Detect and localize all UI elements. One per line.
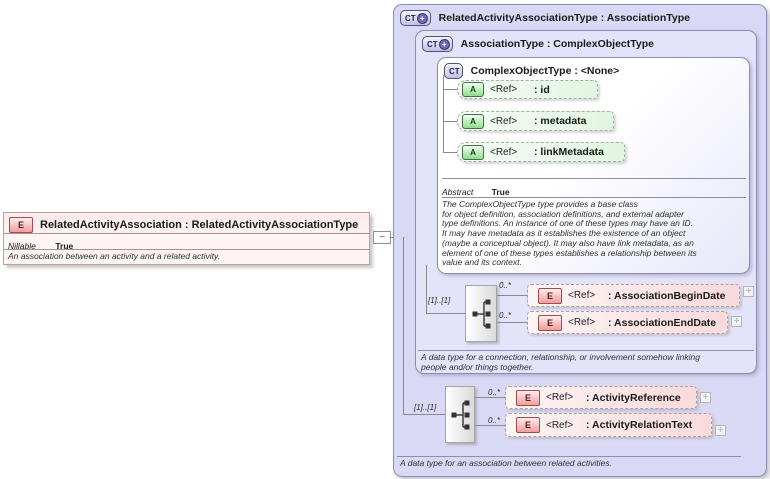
- item-occurrence: 0..*: [488, 416, 501, 425]
- element-box: E RelatedActivityAssociation : RelatedAc…: [3, 212, 370, 265]
- attribute-icon: A: [462, 144, 484, 160]
- divider: [418, 350, 754, 351]
- branch-line: [475, 425, 505, 426]
- nillable-row: Nillable True: [8, 236, 73, 254]
- element-name: : ActivityRelationText: [586, 419, 693, 431]
- attribute-stub-line: [443, 152, 457, 153]
- sequence-compositor-icon[interactable]: [445, 386, 475, 443]
- attribute-link-metadata[interactable]: A <Ref> : linkMetadata: [457, 142, 625, 162]
- element-association-begin-date[interactable]: E <Ref> : AssociationBeginDate: [527, 284, 740, 307]
- element-annotation: An association between an activity and a…: [8, 251, 220, 261]
- element-ref: <Ref>: [546, 392, 574, 403]
- branch-line: [497, 295, 527, 296]
- branch-line: [497, 322, 527, 323]
- attribute-ref: <Ref>: [490, 146, 518, 158]
- attribute-trunk-line: [443, 75, 444, 153]
- attribute-icon: A: [462, 82, 484, 97]
- attribute-name: : metadata: [534, 115, 587, 127]
- type-title: ComplexObjectType : <None>: [470, 65, 620, 77]
- abstract-label: Abstract: [442, 187, 474, 197]
- element-header: E RelatedActivityAssociation : RelatedAc…: [4, 213, 369, 233]
- content-model-line: [426, 265, 427, 313]
- item-occurrence: 0..*: [499, 281, 512, 290]
- complex-type-icon: CT+: [400, 10, 431, 26]
- element-activity-relation-text[interactable]: E <Ref> : ActivityRelationText: [505, 413, 712, 437]
- type-header: CT+ AssociationType : ComplexObjectType: [416, 31, 756, 52]
- divider: [397, 456, 741, 457]
- element-icon: E: [516, 389, 540, 406]
- element-ref: <Ref>: [568, 317, 596, 328]
- complex-type-icon: CT+: [422, 36, 453, 52]
- attribute-icon: A: [462, 113, 484, 129]
- element-name: : ActivityReference: [586, 391, 681, 404]
- derived-plus-icon: +: [416, 12, 428, 24]
- element-activity-reference[interactable]: E <Ref> : ActivityReference: [505, 386, 697, 409]
- abstract-value: True: [491, 187, 510, 197]
- divider: [4, 233, 369, 234]
- expand-button[interactable]: +: [743, 286, 754, 297]
- type-header: CT ComplexObjectType : <None>: [438, 58, 749, 79]
- attribute-name: : id: [534, 83, 550, 96]
- nillable-value: True: [55, 241, 74, 251]
- expand-button[interactable]: +: [700, 392, 711, 403]
- divider: [442, 197, 746, 198]
- element-ref: <Ref>: [546, 419, 574, 431]
- nillable-label: Nillable: [8, 241, 36, 251]
- branch-line: [475, 397, 505, 398]
- attribute-ref: <Ref>: [490, 115, 518, 127]
- collapse-button[interactable]: −: [373, 231, 391, 244]
- sequence-occurrence: [1]..[1]: [414, 403, 437, 412]
- content-model-line: [426, 313, 465, 314]
- expand-button[interactable]: +: [715, 425, 726, 436]
- expand-button[interactable]: +: [731, 316, 742, 327]
- association-type-annotation: A data type for a connection, relationsh…: [421, 352, 700, 372]
- element-ref: <Ref>: [568, 290, 596, 301]
- item-occurrence: 0..*: [499, 311, 512, 320]
- element-name: : AssociationEndDate: [608, 316, 717, 329]
- content-model-line: [403, 237, 404, 414]
- attribute-stub-line: [443, 89, 457, 90]
- abstract-row: Abstract True: [442, 182, 510, 200]
- element-icon: E: [538, 314, 562, 331]
- sequence-glyph: [451, 400, 470, 429]
- sequence-compositor-icon[interactable]: [465, 285, 497, 342]
- element-icon: E: [538, 287, 562, 304]
- element-name: : AssociationBeginDate: [608, 289, 726, 302]
- complex-object-type-documentation: The ComplexObjectType type provides a ba…: [442, 199, 697, 268]
- divider: [442, 178, 746, 179]
- divider: [4, 249, 369, 250]
- attribute-stub-line: [443, 121, 457, 122]
- attribute-name: : linkMetadata: [534, 146, 605, 158]
- sequence-occurrence: [1]..[1]: [428, 296, 451, 305]
- item-occurrence: 0..*: [488, 388, 501, 397]
- type-title: RelatedActivityAssociationType : Associa…: [438, 12, 690, 24]
- derived-plus-icon: +: [438, 38, 450, 50]
- attribute-ref: <Ref>: [490, 84, 518, 95]
- element-association-end-date[interactable]: E <Ref> : AssociationEndDate: [527, 311, 728, 334]
- sequence-glyph: [472, 299, 491, 328]
- attribute-id[interactable]: A <Ref> : id: [457, 80, 598, 99]
- type-title: AssociationType : ComplexObjectType: [460, 38, 654, 50]
- content-model-line: [403, 414, 445, 415]
- element-icon: E: [9, 217, 33, 233]
- type-header: CT+ RelatedActivityAssociationType : Ass…: [394, 5, 766, 26]
- attribute-metadata[interactable]: A <Ref> : metadata: [457, 111, 614, 131]
- element-icon: E: [516, 417, 540, 433]
- related-activity-association-type-annotation: A data type for an association between r…: [400, 458, 612, 468]
- element-title: RelatedActivityAssociation : RelatedActi…: [40, 219, 359, 231]
- complex-type-icon: CT: [444, 63, 463, 79]
